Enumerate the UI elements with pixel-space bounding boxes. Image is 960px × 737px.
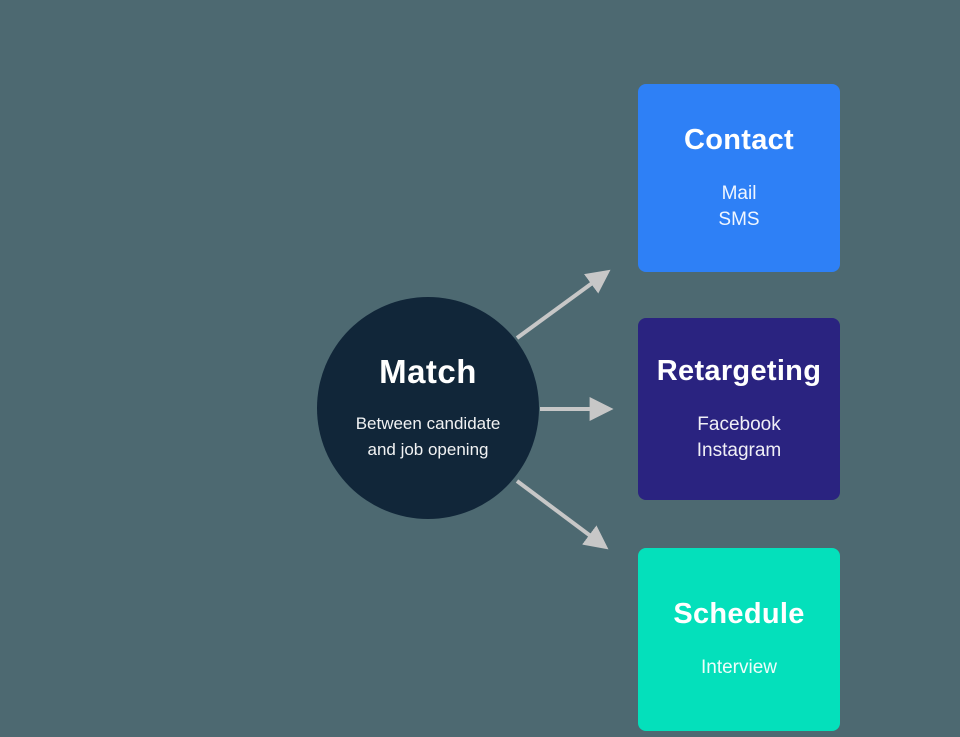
retargeting-card-item: Instagram — [696, 439, 782, 461]
contact-card-item: Mail — [721, 182, 757, 204]
retargeting-card-items: Facebook Instagram — [697, 412, 781, 464]
retargeting-card-title: Retargeting — [656, 354, 822, 387]
retargeting-card: Retargeting Facebook Instagram — [638, 318, 840, 500]
contact-card-item: SMS — [718, 208, 760, 230]
match-node-title: Match — [379, 353, 477, 390]
match-node-subtitle: Between candidate and job opening — [356, 411, 501, 463]
contact-card: Contact Mail SMS — [638, 84, 840, 272]
contact-card-title: Contact — [683, 123, 795, 156]
contact-card-items: Mail SMS — [718, 181, 759, 233]
schedule-card: Schedule Interview — [638, 548, 840, 731]
schedule-card-item: Interview — [700, 657, 778, 678]
arrow-to-contact-icon — [515, 269, 611, 340]
schedule-card-items: Interview — [701, 655, 777, 681]
match-node-subtitle-line1: Between candidate — [355, 414, 501, 433]
schedule-card-title: Schedule — [673, 598, 805, 630]
retargeting-card-item: Facebook — [697, 413, 781, 435]
match-node-subtitle-line2: and job opening — [367, 440, 489, 459]
match-node: Match Between candidate and job opening — [317, 297, 539, 519]
arrow-to-schedule-icon — [515, 479, 609, 550]
